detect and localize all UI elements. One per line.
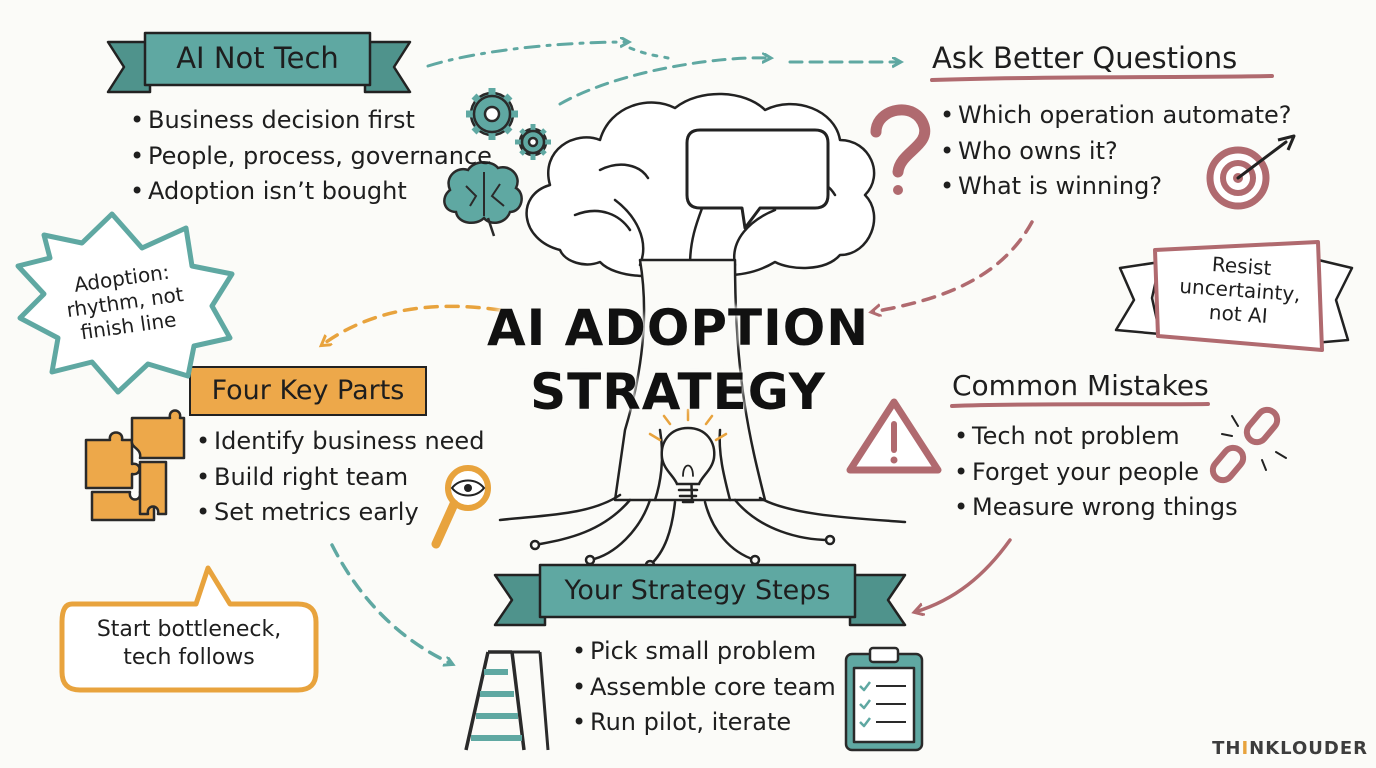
banner-strategy-steps [493, 563, 907, 627]
heading-four-key-parts: Four Key Parts [211, 375, 405, 406]
logo-part: TH [1212, 738, 1242, 759]
speech-bubble-icon [685, 128, 830, 230]
note-speech-line: tech follows [123, 645, 255, 670]
list-item: Forget your people [954, 455, 1238, 491]
list-item: Assemble core team [572, 670, 836, 706]
underline-common-mistakes [950, 402, 1210, 408]
list-common-mistakes: Tech not problem Forget your people Meas… [954, 419, 1238, 526]
clipboard-icon [844, 646, 924, 752]
list-item: Tech not problem [954, 419, 1238, 455]
question-mark-icon [870, 104, 931, 195]
list-item: Who owns it? [940, 134, 1292, 170]
logo-part: I [1241, 738, 1250, 759]
title-line-2: STRATEGY [530, 363, 826, 421]
underline-ask-better-questions [930, 74, 1274, 82]
list-item: Build right team [196, 460, 484, 496]
central-title: AI ADOPTION STRATEGY [448, 296, 908, 424]
banner-ai-not-tech [106, 31, 412, 94]
list-item: Set metrics early [196, 495, 484, 531]
note-speech: Start bottleneck, tech follows [62, 616, 316, 672]
heading-ai-not-tech: AI Not Tech [176, 41, 339, 75]
list-item: Which operation automate? [940, 98, 1292, 134]
note-speech-line: Start bottleneck, [96, 617, 282, 642]
heading-ask-better-questions: Ask Better Questions [932, 41, 1238, 75]
note-banner: Resist uncertainty, not AI [1158, 249, 1323, 332]
puzzle-icon [84, 409, 186, 522]
heading-strategy-steps: Your Strategy Steps [564, 575, 831, 606]
list-item: Pick small problem [572, 634, 836, 670]
logo-part: NKLOUDER [1249, 738, 1368, 759]
heading-box-four-key-parts [189, 366, 427, 416]
list-item: Business decision first [130, 103, 492, 139]
list-item: Measure wrong things [954, 490, 1238, 526]
speech-note-shape [59, 565, 319, 693]
flag-banner-shape [1114, 240, 1354, 352]
list-strategy-steps: Pick small problem Assemble core team Ru… [572, 634, 836, 741]
list-item: Identify business need [196, 424, 484, 460]
starburst-note-shape [15, 211, 235, 395]
list-item: People, process, governance [130, 139, 492, 175]
list-item: Adoption isn’t bought [130, 174, 492, 210]
brand-logo: THINKLOUDER [1212, 738, 1368, 759]
lightbulb-icon [648, 408, 728, 504]
list-item: What is winning? [940, 169, 1292, 205]
title-line-1: AI ADOPTION [486, 299, 870, 357]
list-item: Run pilot, iterate [572, 705, 836, 741]
warning-icon [846, 398, 942, 474]
list-ask-better-questions: Which operation automate? Who owns it? W… [940, 98, 1292, 205]
list-ai-not-tech: Business decision first People, process,… [130, 103, 492, 210]
list-four-key-parts: Identify business need Build right team … [196, 424, 484, 531]
ladder-icon [464, 650, 550, 751]
heading-common-mistakes: Common Mistakes [952, 369, 1209, 402]
connector-arrows [322, 42, 1034, 664]
